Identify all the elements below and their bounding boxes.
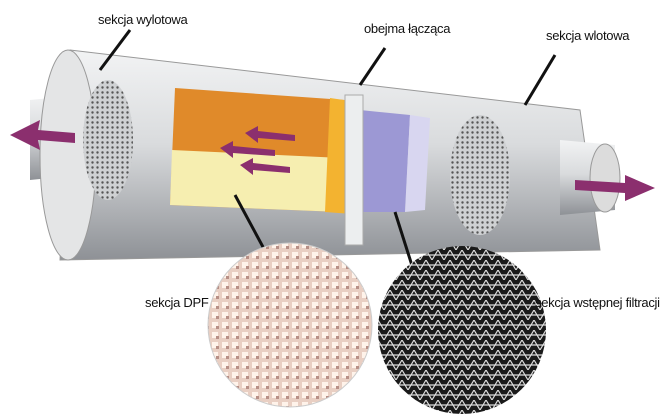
prefilter-section <box>355 110 410 212</box>
clamp <box>344 94 364 246</box>
outlet-perforated-tube <box>83 80 133 200</box>
inlet-perforated-tube <box>450 115 510 235</box>
label-clamp: obejma łącząca <box>364 21 451 36</box>
dpf-magnified-view <box>208 243 372 407</box>
label-outlet-section: sekcja wylotowa <box>98 12 188 27</box>
label-prefilter-section: sekcja wstępnej filtracji <box>535 295 660 310</box>
label-dpf-section: sekcja DPF <box>145 295 209 310</box>
prefilter-magnified-view <box>378 246 546 414</box>
label-inlet-section: sekcja wlotowa <box>546 28 630 43</box>
flow-arrows <box>10 120 655 201</box>
